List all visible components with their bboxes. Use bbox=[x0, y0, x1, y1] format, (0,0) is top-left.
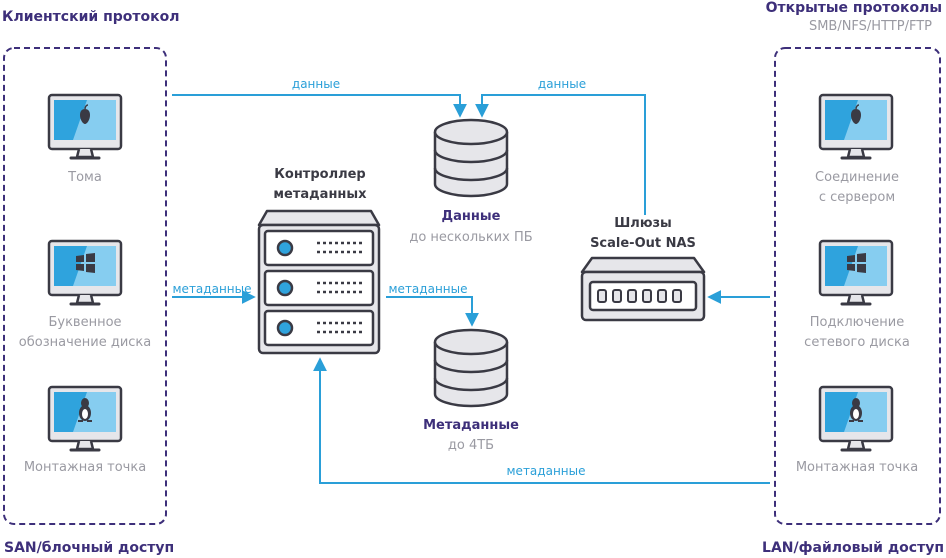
controller-title-line1: Контроллер bbox=[274, 167, 366, 182]
right-group-footer: LAN/файловый доступ bbox=[762, 540, 944, 556]
right-item-server-connection-line1: Соединение bbox=[815, 170, 899, 185]
left-group-title: Клиентский протокол bbox=[2, 9, 180, 25]
metadata-store-title: Метаданные bbox=[423, 418, 519, 433]
right-item-network-drive-label: Подключение сетевого диска bbox=[804, 313, 910, 353]
right-item-network-drive-line2: сетевого диска bbox=[804, 335, 910, 350]
arrow-meta-bottom bbox=[313, 357, 770, 484]
left-item-drive-letter-line1: Буквенное bbox=[48, 315, 122, 330]
right-item-server-connection-label: Соединение с сервером bbox=[815, 168, 899, 208]
gateway-title-line1: Шлюзы bbox=[614, 216, 672, 231]
flow-label-data-left: данные bbox=[291, 77, 341, 91]
arrow-meta-center bbox=[386, 296, 479, 327]
controller-title: Контроллер метаданных bbox=[273, 165, 366, 205]
left-monitor-linux-icon bbox=[47, 385, 123, 452]
data-store-title: Данные bbox=[441, 209, 501, 224]
flow-label-meta-bottom: метаданные bbox=[506, 464, 586, 478]
gateway-title-line2: Scale-Out NAS bbox=[590, 236, 696, 251]
left-item-drive-letter-label: Буквенное обозначение диска bbox=[19, 313, 151, 353]
flow-label-meta-left: метаданные bbox=[172, 282, 252, 296]
left-monitor-apple-icon bbox=[47, 93, 123, 160]
metadata-store-database-icon bbox=[433, 328, 509, 408]
right-item-network-drive-line1: Подключение bbox=[809, 315, 905, 330]
left-monitor-windows-icon bbox=[47, 239, 123, 306]
arrow-data-right bbox=[475, 94, 646, 215]
gateway-nas-icon bbox=[580, 256, 706, 322]
controller-server-rack-icon bbox=[257, 209, 381, 355]
right-monitor-linux-icon bbox=[818, 385, 894, 452]
arrow-data-left bbox=[172, 94, 467, 118]
flow-label-data-right: данные bbox=[537, 77, 587, 91]
left-item-drive-letter-line2: обозначение диска bbox=[18, 335, 152, 350]
data-store-database-icon bbox=[433, 118, 509, 198]
right-monitor-windows-icon bbox=[818, 239, 894, 306]
flow-label-meta-center: метаданные bbox=[388, 282, 468, 296]
left-group-frame bbox=[3, 47, 167, 525]
gateway-title: Шлюзы Scale-Out NAS bbox=[590, 214, 696, 254]
right-monitor-apple-icon bbox=[818, 93, 894, 160]
left-group-footer: SAN/блочный доступ bbox=[4, 540, 175, 556]
right-group-title: Открытые протоколы bbox=[765, 0, 942, 16]
controller-title-line2: метаданных bbox=[273, 187, 367, 202]
right-group-frame bbox=[774, 47, 941, 525]
data-store-subtitle: до нескольких ПБ bbox=[409, 230, 533, 245]
right-item-mount-point-label: Монтажная точка bbox=[795, 460, 919, 475]
right-item-server-connection-line2: с сервером bbox=[818, 190, 896, 205]
left-item-volumes-label: Тома bbox=[68, 170, 102, 185]
right-group-subtitle: SMB/NFS/HTTP/FTP bbox=[808, 19, 932, 34]
metadata-store-subtitle: до 4ТБ bbox=[447, 438, 495, 453]
left-item-mount-point-label: Монтажная точка bbox=[23, 460, 147, 475]
